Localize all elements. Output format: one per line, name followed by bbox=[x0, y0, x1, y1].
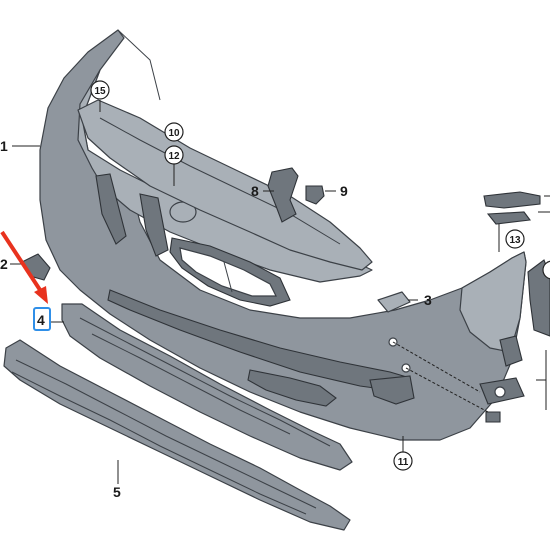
bracket-8 bbox=[267, 167, 299, 223]
clip-9 bbox=[305, 185, 325, 205]
callout-11: 11 bbox=[393, 451, 413, 471]
side-bracket-upper bbox=[483, 191, 550, 337]
callout-15-text: 15 bbox=[94, 86, 106, 97]
bumper-cover bbox=[39, 29, 527, 441]
label-part-3: 3 bbox=[424, 292, 432, 308]
callout-13: 13 bbox=[505, 229, 525, 249]
callout-12-text: 12 bbox=[168, 151, 180, 162]
underbody-panel-5 bbox=[3, 339, 351, 531]
label-part-1: 1 bbox=[0, 138, 8, 154]
callout-11-text: 11 bbox=[398, 457, 409, 468]
label-part-2: 2 bbox=[0, 256, 8, 272]
label-part-4: 4 bbox=[37, 312, 45, 328]
air-deflector-4 bbox=[61, 303, 353, 471]
callout-10-text: 10 bbox=[168, 128, 180, 139]
label-part-9: 9 bbox=[340, 183, 348, 199]
callout-12: 12 bbox=[164, 145, 184, 165]
upper-grille-trim bbox=[77, 99, 373, 271]
side-bracket-lower bbox=[479, 335, 525, 423]
callout-edge bbox=[542, 260, 550, 280]
cap-3 bbox=[377, 291, 411, 313]
red-arrow bbox=[0, 230, 48, 304]
leader-lines bbox=[10, 100, 550, 484]
part-4-highlight-box bbox=[33, 307, 51, 331]
callout-15: 15 bbox=[90, 80, 110, 100]
callout-10: 10 bbox=[164, 122, 184, 142]
label-part-8: 8 bbox=[251, 183, 259, 199]
callout-13-text: 13 bbox=[509, 235, 521, 246]
label-part-5: 5 bbox=[113, 484, 121, 500]
